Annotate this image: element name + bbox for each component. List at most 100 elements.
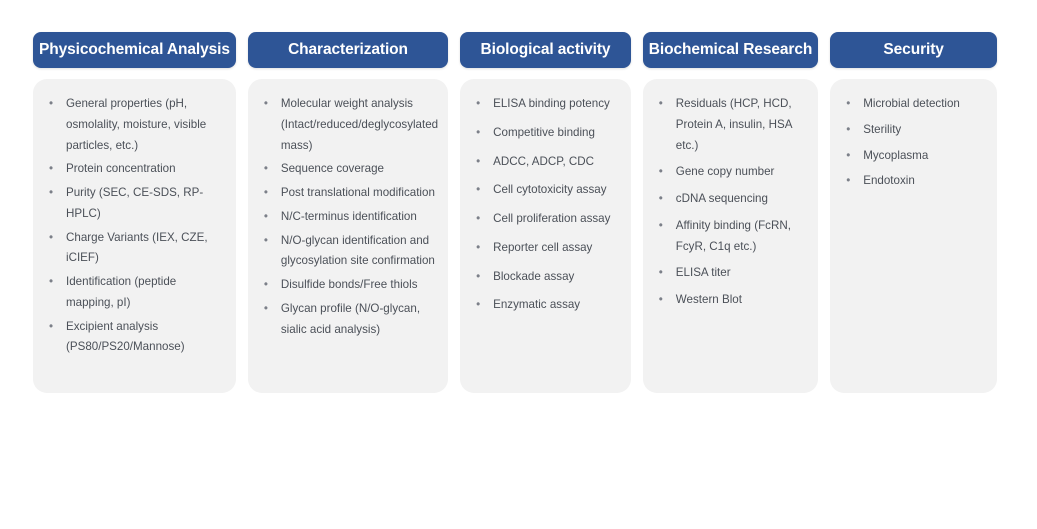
list-item-label: Residuals (HCP, HCD, Protein A, insulin,… (675, 97, 792, 152)
column-header-4[interactable]: Security (830, 32, 997, 68)
list-item: • ELISA binding potency (470, 94, 621, 115)
bullet-dot-icon: • (476, 240, 481, 254)
bullet-dot-icon: • (263, 278, 268, 291)
bullet-dot-icon: • (658, 165, 663, 179)
list-item: •ELISA titer (653, 263, 808, 284)
list-item-label: Sequence coverage (280, 162, 385, 176)
list-item: • Microbial detection (840, 94, 987, 115)
bullet-dot-icon: • (846, 122, 851, 136)
list-item-label: Purity (SEC, CE-SDS, RP-HPLC) (66, 186, 204, 220)
column-header-1[interactable]: Characterization (247, 32, 449, 68)
column-card: • Residuals (HCP, HCD, Protein A, insulin… (642, 79, 819, 393)
category-column: Physicochemical Analysis • General propert… (33, 32, 236, 393)
column-card: • ELISA binding potency • Competitive bindi… (460, 79, 631, 393)
category-columns: Physicochemical Analysis • General propert… (33, 32, 997, 393)
list-item-label: Sterility (863, 122, 902, 136)
list-item: • cDNA sequencing (653, 189, 808, 210)
list-item: •Mycoplasma (840, 146, 987, 167)
list-item: • Blockade assay (470, 267, 621, 288)
list-item: • Enzymatic assay (470, 295, 621, 316)
bullet-dot-icon: • (476, 212, 481, 225)
list-item-label: Charge Variants (IEX, CZE, iCIEF) (66, 230, 208, 265)
list-item-label: Blockade assay (493, 269, 575, 283)
list-item-label: Mycoplasma (863, 148, 929, 162)
column-header-0[interactable]: Physicochemical Analysis (33, 32, 236, 68)
list-item-label: Molecular weight analysis (Intact/reduce… (280, 97, 439, 152)
list-item-label: ADCC, ADCP, CDC (493, 154, 595, 168)
list-item: • Protein concentration (43, 159, 226, 180)
list-item: • Reporter cell assay (470, 238, 621, 259)
bullet-dot-icon: • (846, 97, 851, 110)
bullet-dot-icon: • (658, 192, 663, 205)
category-column: Biochemical Research • Residuals (HCP, HCD… (642, 32, 819, 393)
bullet-dot-icon: • (476, 154, 481, 168)
bullet-dot-icon: • (49, 162, 54, 176)
bullet-dot-icon: • (846, 174, 851, 188)
bullet-dot-icon: • (476, 269, 481, 283)
list-item-label: ELISA titer (675, 266, 731, 280)
bullet-dot-icon: • (263, 301, 268, 315)
list-item: •Cell proliferation assay (470, 209, 621, 230)
bullet-dot-icon: • (476, 183, 481, 197)
list-item-label: Microbial detection (863, 97, 960, 110)
list-item: • Endotoxin (840, 171, 987, 192)
list-item-label: Endotoxin (863, 174, 915, 188)
list-item-label: Post translational modification (280, 186, 435, 199)
bullet-dot-icon: • (49, 319, 54, 333)
list-item-label: Enzymatic assay (493, 298, 581, 312)
list-item-label: Protein concentration (66, 162, 176, 176)
list-item: • Residuals (HCP, HCD, Protein A, insulin… (653, 94, 808, 156)
list-item: • Western Blot (653, 290, 808, 311)
bullet-list: • Residuals (HCP, HCD, Protein A, insulin… (653, 94, 808, 311)
list-item: • Competitive binding (470, 123, 621, 144)
bullet-dot-icon: • (49, 97, 54, 110)
list-item-label: Glycan profile (N/O-glycan, sialic acid … (280, 301, 421, 336)
list-item-label: Identification (peptide mapping, pI) (66, 275, 177, 309)
list-item-label: Cell cytotoxicity assay (493, 183, 607, 197)
bullet-list: • General properties (pH, osmolality, moi… (43, 94, 226, 358)
list-item: • Cell cytotoxicity assay (470, 180, 621, 201)
bullet-dot-icon: • (263, 162, 268, 176)
bullet-dot-icon: • (658, 218, 663, 232)
list-item-label: cDNA sequencing (675, 192, 768, 205)
bullet-dot-icon: • (476, 298, 481, 312)
bullet-list: •Microbial detection•Sterility•Mycoplasm… (840, 94, 987, 192)
list-item: • Glycan profile (N/O-glycan, sialic acid… (258, 299, 438, 341)
list-item-label: Disulfide bonds/Free thiols (280, 278, 418, 291)
list-item-label: Excipient analysis (PS80/PS20/Mannose) (66, 319, 185, 354)
list-item-label: General properties (pH, osmolality, mois… (66, 97, 207, 152)
bullet-dot-icon: • (476, 97, 481, 110)
list-item-label: Affinity binding (FcRN, FcyR, C1q etc.) (675, 218, 791, 253)
list-item: • Identification (peptide mapping, pI) (43, 272, 226, 314)
bullet-dot-icon: • (263, 209, 268, 223)
bullet-dot-icon: • (49, 186, 54, 199)
bullet-dot-icon: • (263, 186, 268, 199)
category-column: Biological activity • ELISA binding potenc… (460, 32, 631, 393)
category-column: Security•Microbial detection•Sterility•M… (830, 32, 997, 393)
column-card: • General properties (pH, osmolality, moi… (33, 79, 236, 393)
bullet-dot-icon: • (476, 125, 481, 139)
column-header-2[interactable]: Biological activity (460, 32, 631, 68)
list-item: • Excipient analysis (PS80/PS20/Mannose) (43, 317, 226, 359)
list-item: •Molecular weight analysis (Intact/reduc… (258, 94, 438, 156)
list-item-label: N/C-terminus identification (280, 209, 417, 223)
list-item-label: Western Blot (675, 293, 742, 306)
bullet-dot-icon: • (263, 233, 268, 247)
list-item: • ADCC, ADCP, CDC (470, 152, 621, 173)
list-item: • Purity (SEC, CE-SDS, RP-HPLC) (43, 183, 226, 225)
bullet-dot-icon: • (49, 230, 54, 244)
list-item: • Sterility (840, 120, 987, 141)
bullet-dot-icon: • (658, 97, 663, 110)
bullet-dot-icon: • (658, 293, 663, 306)
list-item: • Sequence coverage (258, 159, 438, 180)
column-header-3[interactable]: Biochemical Research (642, 32, 819, 68)
list-item-label: Competitive binding (493, 125, 595, 139)
list-item-label: Reporter cell assay (493, 240, 593, 254)
bullet-dot-icon: • (49, 275, 54, 288)
list-item: • Charge Variants (IEX, CZE, iCIEF) (43, 228, 226, 270)
list-item: • Post translational modification (258, 183, 438, 204)
list-item: •Gene copy number (653, 162, 808, 183)
bullet-list: • Molecular weight analysis (Intact/reduc… (258, 94, 438, 340)
bullet-list: • ELISA binding potency • Competitive bindi… (470, 94, 621, 316)
list-item-label: ELISA binding potency (493, 97, 610, 110)
